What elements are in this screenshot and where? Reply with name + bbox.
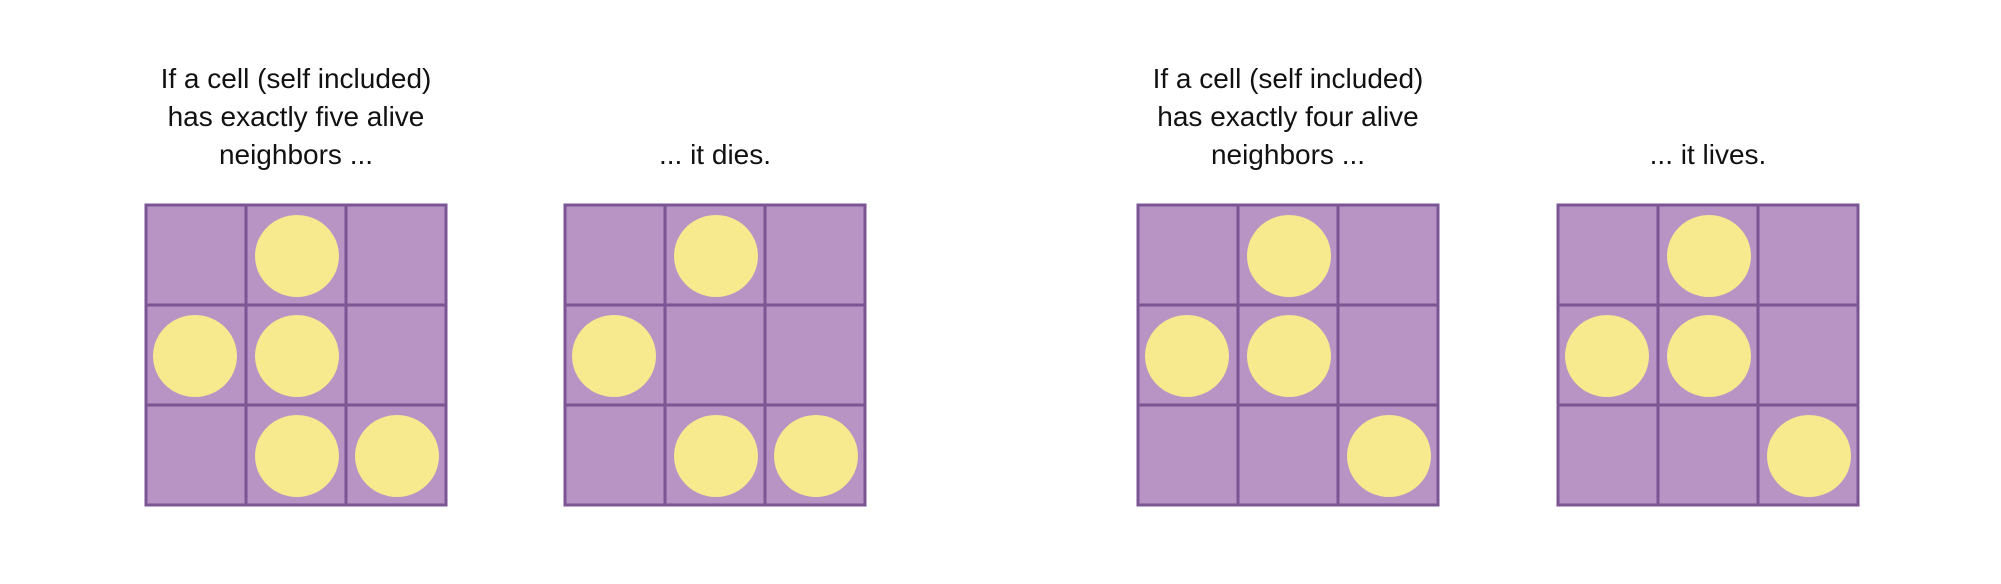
alive-cell-dot bbox=[255, 415, 339, 497]
alive-cell-dot bbox=[1565, 315, 1649, 397]
grid-cell bbox=[1556, 203, 1660, 307]
alive-cell-dot bbox=[1247, 215, 1331, 297]
cell-grid bbox=[563, 203, 867, 507]
grid-cell bbox=[344, 303, 448, 407]
grid-cell bbox=[1556, 403, 1660, 507]
alive-cell-dot bbox=[153, 315, 237, 397]
alive-cell-dot bbox=[255, 315, 339, 397]
panel-2: ... it dies. bbox=[563, 0, 867, 584]
alive-cell-dot bbox=[1347, 415, 1431, 497]
cell-grid bbox=[1556, 203, 1860, 507]
caption-five-neighbors: If a cell (self included) has exactly fi… bbox=[160, 63, 432, 170]
caption-four-neighbors: If a cell (self included) has exactly fo… bbox=[1152, 63, 1424, 170]
grid-after-lives bbox=[1556, 203, 1860, 507]
grid-cell bbox=[563, 203, 667, 307]
grid-cell bbox=[1756, 303, 1860, 407]
grid-cell bbox=[663, 303, 767, 407]
grid-cell bbox=[1336, 203, 1440, 307]
panel-3: If a cell (self included) has exactly fo… bbox=[1136, 0, 1440, 584]
alive-cell-dot bbox=[1247, 315, 1331, 397]
alive-cell-dot bbox=[1667, 315, 1751, 397]
alive-cell-dot bbox=[1667, 215, 1751, 297]
grid-cell bbox=[1136, 203, 1240, 307]
panel-4: ... it lives. bbox=[1556, 0, 1860, 584]
grid-cell bbox=[144, 403, 248, 507]
grid-cell bbox=[344, 203, 448, 307]
grid-cell bbox=[763, 203, 867, 307]
alive-cell-dot bbox=[674, 215, 758, 297]
grid-cell bbox=[144, 203, 248, 307]
caption-it-dies: ... it dies. bbox=[658, 139, 772, 170]
grid-cell bbox=[763, 303, 867, 407]
alive-cell-dot bbox=[355, 415, 439, 497]
alive-cell-dot bbox=[1767, 415, 1851, 497]
grid-before-dies bbox=[144, 203, 448, 507]
grid-cell bbox=[1136, 403, 1240, 507]
alive-cell-dot bbox=[774, 415, 858, 497]
grid-cell bbox=[1336, 303, 1440, 407]
alive-cell-dot bbox=[1145, 315, 1229, 397]
grid-cell bbox=[563, 403, 667, 507]
grid-cell bbox=[1756, 203, 1860, 307]
grid-after-dies bbox=[563, 203, 867, 507]
alive-cell-dot bbox=[674, 415, 758, 497]
alive-cell-dot bbox=[255, 215, 339, 297]
alive-cell-dot bbox=[572, 315, 656, 397]
cell-grid bbox=[1136, 203, 1440, 507]
caption-it-lives: ... it lives. bbox=[1649, 139, 1767, 170]
cell-grid bbox=[144, 203, 448, 507]
grid-before-lives bbox=[1136, 203, 1440, 507]
panel-1: If a cell (self included) has exactly fi… bbox=[144, 0, 448, 584]
grid-cell bbox=[1656, 403, 1760, 507]
grid-cell bbox=[1236, 403, 1340, 507]
